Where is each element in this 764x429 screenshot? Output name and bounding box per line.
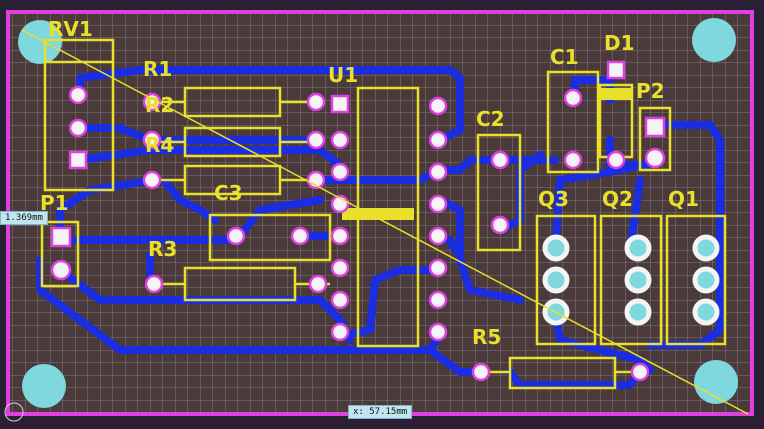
u1-pin-12[interactable] [428,226,448,246]
r4-pad-1[interactable] [142,130,162,150]
vertical-measurement-tag: 1.369mm [0,211,48,225]
u1-pin-14[interactable] [428,162,448,182]
r3-pad-2[interactable] [308,274,328,294]
q2-outline [599,214,663,346]
u1-pin-8[interactable] [330,322,350,342]
u1-pin-15[interactable] [428,130,448,150]
label-r4: R4 [145,133,174,157]
label-c3: C3 [214,181,243,205]
q3-pad-1[interactable] [542,234,570,262]
q3-outline [535,214,597,346]
u1-pin-7[interactable] [330,290,350,310]
p1-pad-1[interactable] [50,226,72,248]
c2-pad-2[interactable] [490,215,510,235]
designator-labels: RV1 R1 R2 R4 U1 C1 D1 P2 C2 P1 C3 R3 Q3 … [40,17,699,349]
p2-pad-1[interactable] [644,116,666,138]
label-d1: D1 [604,31,635,55]
r3-pad-1[interactable] [144,274,164,294]
origin-marker [4,402,24,422]
label-p2: P2 [636,79,665,103]
u1-pin-11[interactable] [428,258,448,278]
mounting-hole-bottom-left[interactable] [22,364,66,408]
q1-pad-2[interactable] [692,266,720,294]
label-q2: Q2 [602,187,633,211]
c2-pad-1[interactable] [490,150,510,170]
measurement-line[interactable] [21,29,749,415]
mounting-hole-top-left[interactable] [18,20,62,64]
c1-body [546,70,600,174]
d1-pad-1[interactable] [606,60,626,80]
rv1-pad-1[interactable] [68,150,88,170]
pads[interactable] [50,60,666,382]
c3-body [208,213,332,262]
r1-pad-1[interactable] [142,170,162,190]
p2-outline [638,106,672,172]
u1-pin-5[interactable] [330,226,350,246]
transistor-pads[interactable] [542,234,720,326]
p1-outline [40,220,80,288]
label-q1: Q1 [668,187,699,211]
u1-pin-3[interactable] [330,162,350,182]
rv1-pad-3[interactable] [68,85,88,105]
p1-pad-2[interactable] [50,259,72,281]
r2-pad-1[interactable] [142,92,162,112]
label-q3: Q3 [538,187,569,211]
r2-pad-2[interactable] [306,92,326,112]
c3-pad-2[interactable] [290,226,310,246]
label-rv1: RV1 [48,17,93,41]
rv1-outline [43,38,115,192]
label-u1: U1 [328,63,358,87]
q1-pad-3[interactable] [692,298,720,326]
u1-pin-1[interactable] [330,94,350,114]
r5-pad-1[interactable] [471,362,491,382]
q2-pad-2[interactable] [624,266,652,294]
u1-pin-10[interactable] [428,290,448,310]
u1-pin-13[interactable] [428,194,448,214]
label-c1: C1 [550,45,579,69]
horizontal-measurement-tag: x: 57.15mm [348,405,413,419]
label-r2: R2 [145,93,174,117]
label-r5: R5 [472,325,501,349]
label-r3: R3 [148,237,177,261]
q2-pad-3[interactable] [624,298,652,326]
q2-pad-1[interactable] [624,234,652,262]
u1-pin-16[interactable] [428,96,448,116]
c1-pad-2[interactable] [563,150,583,170]
silkscreen-layer [40,38,727,390]
c3-pad-1[interactable] [226,226,246,246]
q1-pad-1[interactable] [692,234,720,262]
u1-pin-9[interactable] [428,322,448,342]
c1-pad-1[interactable] [563,88,583,108]
rv1-pad-2[interactable] [68,118,88,138]
q3-pad-2[interactable] [542,266,570,294]
d1-pad-2[interactable] [606,150,626,170]
label-r1: R1 [143,57,172,81]
label-c2: C2 [476,107,505,131]
r5-pad-2[interactable] [630,362,650,382]
q1-outline [665,214,727,346]
d1-cathode-band [600,88,632,100]
u1-notch-band [342,208,414,220]
r4-pad-2[interactable] [306,130,326,150]
p2-pad-2[interactable] [644,147,666,169]
u1-pin-6[interactable] [330,258,350,278]
mounting-hole-bottom-right[interactable] [694,360,738,404]
u1-pin-2[interactable] [330,130,350,150]
mounting-hole-top-right[interactable] [692,18,736,62]
c2-body [476,133,522,252]
